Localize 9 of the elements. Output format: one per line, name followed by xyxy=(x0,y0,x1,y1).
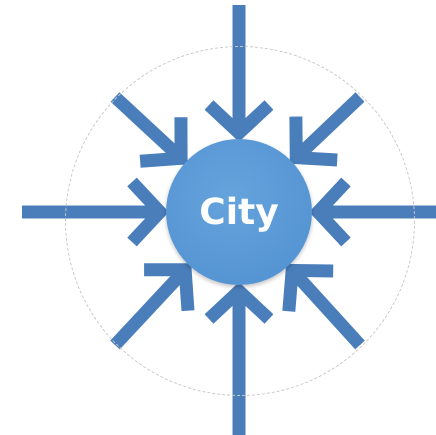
arrow xyxy=(312,176,436,248)
arrow xyxy=(202,5,276,140)
arrow xyxy=(282,264,365,350)
dashed-circle xyxy=(65,46,415,396)
arrow xyxy=(22,176,166,248)
arrow xyxy=(110,263,194,350)
arrow xyxy=(289,92,364,167)
node-label: City xyxy=(199,192,279,232)
arrow xyxy=(110,92,188,168)
